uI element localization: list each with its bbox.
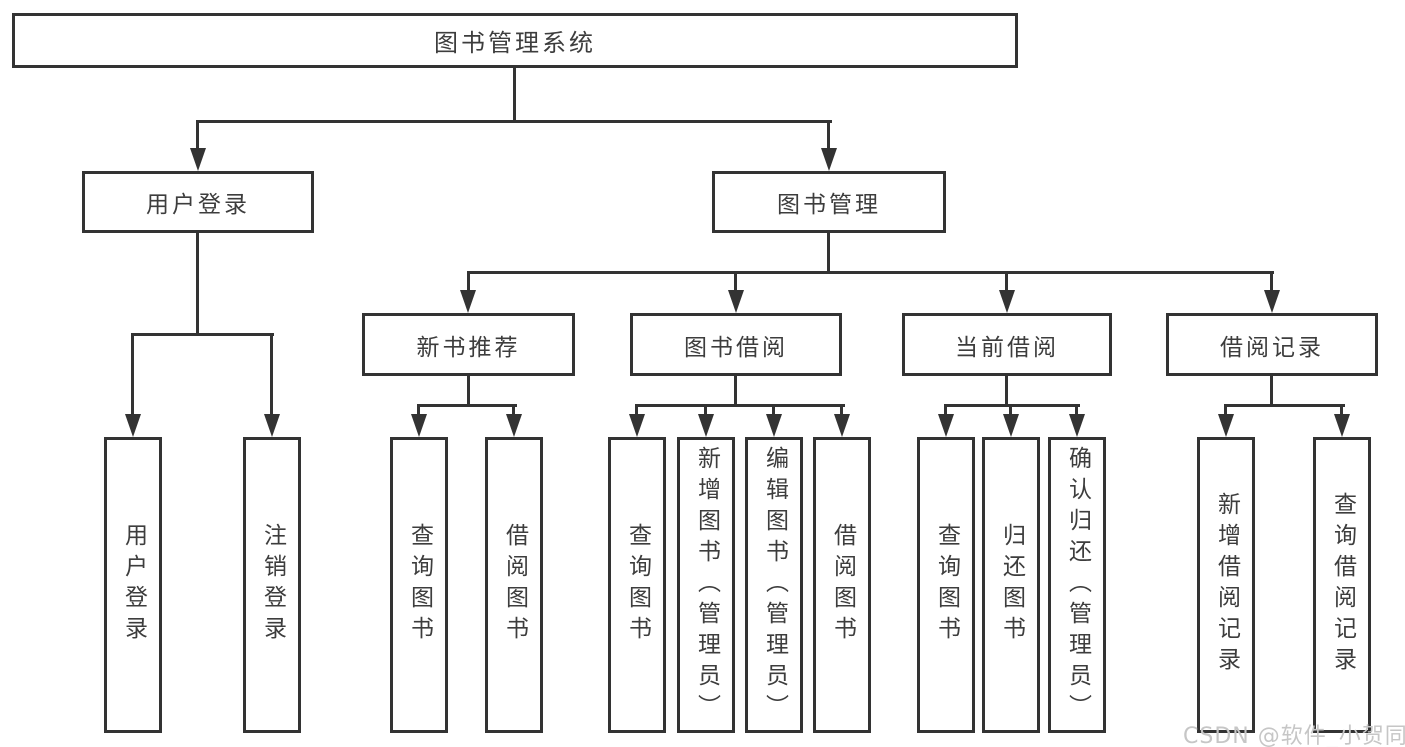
connector-user-stem: [196, 233, 199, 336]
connector-drop: [772, 404, 775, 416]
leaf-confirm-return-admin: 确认归还（管理员）: [1048, 437, 1106, 733]
node-new-book-recommend: 新书推荐: [362, 313, 575, 376]
connector-record-stem: [1270, 376, 1273, 406]
connector-current-bar: [944, 404, 1080, 407]
leaf-logout: 注销登录: [243, 437, 301, 733]
arrow-down-icon: [999, 290, 1015, 313]
arrow-down-icon: [264, 414, 280, 437]
leaf-borrow-books: 借阅图书: [813, 437, 871, 733]
connector-newbook-stem: [467, 376, 470, 406]
arrow-down-icon: [190, 148, 206, 171]
leaf-query-books: 查询图书: [608, 437, 666, 733]
watermark: CSDN @软件_小贺同学: [1183, 724, 1405, 747]
connector-drop-book-borrow: [734, 271, 737, 292]
arrow-down-icon: [460, 290, 476, 313]
connector-drop: [944, 404, 947, 416]
connector-root-stem: [513, 68, 516, 121]
arrow-down-icon: [1218, 414, 1234, 437]
arrow-down-icon: [1003, 414, 1019, 437]
connector-bookmgmt-bar: [467, 271, 1274, 274]
node-borrow-record: 借阅记录: [1166, 313, 1378, 376]
node-current-borrow: 当前借阅: [902, 313, 1112, 376]
connector-newbook-bar: [417, 404, 517, 407]
connector-current-stem: [1005, 376, 1008, 406]
arrow-down-icon: [1264, 290, 1280, 313]
arrow-down-icon: [698, 414, 714, 437]
connector-record-bar: [1224, 404, 1345, 407]
leaf-query-books: 查询图书: [390, 437, 448, 733]
connector-bookmgmt-stem: [827, 233, 830, 274]
connector-drop: [1224, 404, 1227, 416]
leaf-add-books-admin: 新增图书（管理员）: [677, 437, 735, 733]
connector-drop-new-book: [467, 271, 470, 292]
leaf-return-books: 归还图书: [982, 437, 1040, 733]
leaf-user-login: 用户登录: [104, 437, 162, 733]
connector-borrow-bar: [635, 404, 845, 407]
connector-drop: [1340, 404, 1343, 416]
arrow-down-icon: [1069, 414, 1085, 437]
connector-user-bar: [131, 333, 274, 336]
connector-drop: [704, 404, 707, 416]
arrow-down-icon: [629, 414, 645, 437]
leaf-edit-books-admin: 编辑图书（管理员）: [745, 437, 803, 733]
arrow-down-icon: [125, 414, 141, 437]
connector-borrow-stem: [734, 376, 737, 406]
arrow-down-icon: [834, 414, 850, 437]
connector-drop-logout: [270, 333, 273, 415]
leaf-borrow-books: 借阅图书: [485, 437, 543, 733]
arrow-down-icon: [821, 148, 837, 171]
node-library-management-system: 图书管理系统: [12, 13, 1018, 68]
leaf-add-borrow-record: 新增借阅记录: [1197, 437, 1255, 733]
connector-drop: [1009, 404, 1012, 416]
node-user-login: 用户登录: [82, 171, 314, 233]
connector-drop-current-borrow: [1005, 271, 1008, 292]
leaf-query-borrow-record: 查询借阅记录: [1313, 437, 1371, 733]
arrow-down-icon: [766, 414, 782, 437]
node-book-management: 图书管理: [712, 171, 946, 233]
leaf-query-books: 查询图书: [917, 437, 975, 733]
node-book-borrow: 图书借阅: [630, 313, 842, 376]
arrow-down-icon: [411, 414, 427, 437]
connector-drop: [1075, 404, 1078, 416]
connector-drop-user-login: [196, 120, 199, 150]
connector-drop: [635, 404, 638, 416]
connector-root-bar: [196, 120, 832, 123]
connector-drop: [417, 404, 420, 416]
arrow-down-icon: [728, 290, 744, 313]
connector-drop: [840, 404, 843, 416]
arrow-down-icon: [506, 414, 522, 437]
connector-drop: [512, 404, 515, 416]
connector-drop-borrow-record: [1270, 271, 1273, 292]
arrow-down-icon: [938, 414, 954, 437]
connector-drop-book-management: [827, 120, 830, 150]
connector-drop-login: [131, 333, 134, 415]
arrow-down-icon: [1334, 414, 1350, 437]
